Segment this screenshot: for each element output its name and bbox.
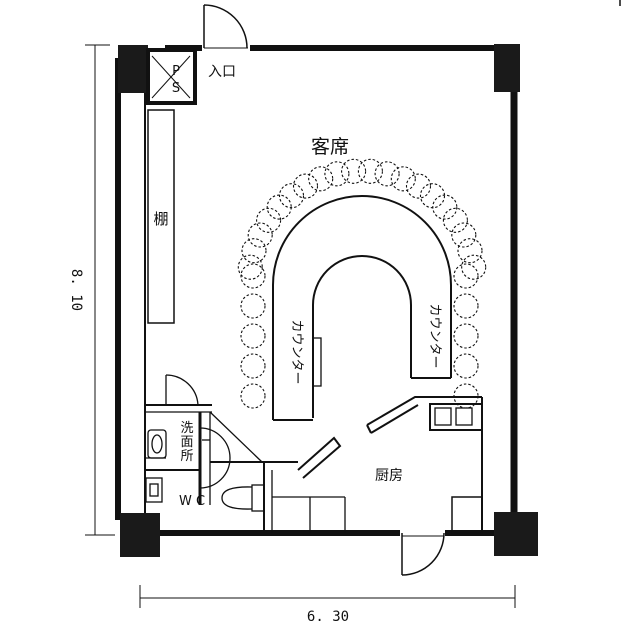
seat xyxy=(442,207,468,233)
seat xyxy=(341,158,367,184)
column-bottom-right xyxy=(494,512,538,556)
seat xyxy=(308,166,334,192)
seats xyxy=(237,158,487,409)
seat xyxy=(240,263,266,289)
seat xyxy=(240,323,266,349)
entrance-door[interactable] xyxy=(203,4,248,49)
seat xyxy=(457,238,483,264)
ps-shaft: P S xyxy=(146,48,197,105)
seat xyxy=(292,173,319,199)
seat xyxy=(247,222,273,248)
counter-label-right: カウンター xyxy=(427,303,442,368)
counter xyxy=(272,195,452,421)
shelf-label: 棚 xyxy=(153,210,168,228)
seat xyxy=(240,383,266,409)
wc-label: W C xyxy=(179,494,205,509)
dimension-width-label: 6. 30 xyxy=(307,609,349,625)
entrance-label: 入口 xyxy=(208,64,236,80)
dimension-horizontal xyxy=(139,585,516,608)
washroom-label-1: 洗 xyxy=(180,421,193,436)
seating-label: 客席 xyxy=(311,136,349,158)
seat xyxy=(419,183,446,209)
seat xyxy=(461,254,487,280)
seat xyxy=(390,166,416,192)
toilet-fixture xyxy=(221,484,265,512)
seat xyxy=(241,238,267,264)
shelf: 棚 xyxy=(147,109,175,324)
column-bottom-left xyxy=(120,513,160,557)
dimension-vertical xyxy=(85,44,115,536)
counter-label-left: カウンター xyxy=(289,319,304,384)
kitchen-door[interactable] xyxy=(401,532,445,576)
washroom-label-2: 面 xyxy=(180,435,193,450)
seat xyxy=(453,293,479,319)
column-top-right xyxy=(494,44,520,92)
washroom-label-3: 所 xyxy=(180,449,193,464)
seat xyxy=(240,353,266,379)
counter-sink xyxy=(312,337,322,387)
seat xyxy=(256,207,282,233)
seat xyxy=(374,161,400,187)
kitchen-label: 厨房 xyxy=(375,468,403,484)
kitchen-equipment xyxy=(429,397,483,534)
washroom-door[interactable] xyxy=(165,374,231,489)
seat xyxy=(324,161,350,187)
seat xyxy=(278,183,305,209)
ps-label-top: P xyxy=(172,64,180,79)
seat xyxy=(432,194,458,220)
dimension-height-label: 8. 10 xyxy=(68,269,84,311)
seat xyxy=(453,323,479,349)
wc-handsink xyxy=(145,477,163,503)
seat xyxy=(453,263,479,289)
washroom-label: 洗 面 所 xyxy=(180,421,193,464)
column-top-left xyxy=(118,45,148,93)
seat xyxy=(451,222,477,248)
seat xyxy=(405,173,432,199)
seat xyxy=(240,293,266,319)
seat xyxy=(453,353,479,379)
washroom-walls xyxy=(145,404,346,533)
seat xyxy=(357,158,383,184)
seat xyxy=(237,254,263,280)
kitchen-partition xyxy=(297,396,482,479)
ps-label-bottom: S xyxy=(172,81,180,96)
sink-fixture xyxy=(147,429,167,459)
corner-columns xyxy=(118,44,538,557)
